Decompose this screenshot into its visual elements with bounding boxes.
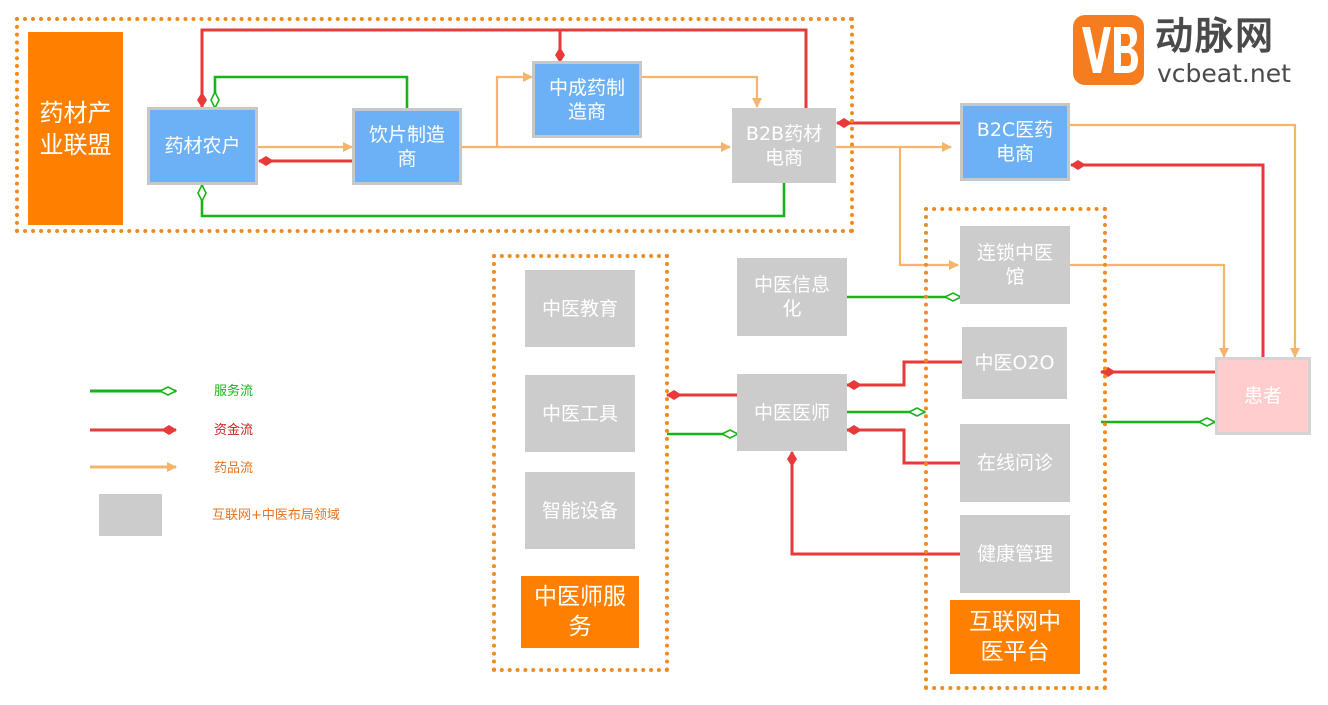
legend-domain-swatch: [99, 494, 162, 536]
money-flow-jiankang-to-yishi: [787, 451, 962, 556]
legend-drug-label: 药品流: [214, 461, 254, 476]
logo-chinese-name: 动脉网: [1155, 14, 1276, 58]
region-industry-alliance: [15, 17, 854, 233]
vb-mark-icon: [1082, 27, 1138, 73]
legend-domain-label: 互联网+中医布局领域: [212, 508, 340, 523]
node-b2c: B2C医药 电商: [960, 103, 1070, 181]
node-jiaoyu: 中医教育: [525, 270, 635, 347]
node-yishi: 中医医师: [737, 374, 847, 451]
node-huanzhe: 患者: [1215, 357, 1311, 435]
node-hulian-pingtai: 互联网中 医平台: [950, 600, 1080, 674]
node-gongju: 中医工具: [525, 375, 635, 452]
money-flow-wenzhen-to-yishi: [846, 425, 962, 465]
node-wenzhen: 在线问诊: [960, 424, 1070, 502]
legend-money-label: 资金流: [214, 423, 254, 438]
region-tcm-doctor-services: [492, 254, 669, 672]
service-flow-b2b-to-farmer: [202, 183, 786, 218]
money-flow-patient-to-b2c: [1070, 160, 1265, 357]
drug-flow-b2c-to-patient: [1070, 123, 1300, 358]
drug-flow-yinpian-to-zhongcheng: [495, 72, 533, 147]
drug-flow-b2b-to-liansuo: [898, 147, 959, 270]
drug-flow-zhongcheng-to-b2b: [642, 75, 762, 108]
money-flow-b2b-to-farmer: [197, 28, 808, 108]
drug-flow-liansuo-to-patient: [1070, 263, 1229, 358]
node-jiankang: 健康管理: [960, 515, 1070, 593]
money-flow-o2o-to-yishi: [846, 360, 962, 390]
vcbeat-logo-icon: [1073, 15, 1144, 85]
node-liansuo: 连锁中医 馆: [960, 226, 1070, 304]
service-flow-yinpian-to-farmer: [215, 75, 409, 109]
logo-domain-name: vcbeat.net: [1157, 59, 1291, 88]
node-b2b: B2B药材 电商: [732, 108, 836, 183]
node-o2o: 中医O2O: [962, 327, 1067, 399]
node-yishi-fuwu: 中医师服 务: [521, 576, 639, 648]
node-yaocai-nonghu: 药材农户: [147, 107, 258, 185]
node-zhongcheng: 中成药制 造商: [532, 61, 642, 138]
node-yinpian: 饮片制造 商: [352, 108, 462, 185]
region-internet-tcm-platform: [924, 207, 1107, 690]
node-shebei: 智能设备: [525, 472, 635, 549]
legend-service-label: 服务流: [214, 384, 254, 399]
node-xinxihua: 中医信息 化: [737, 258, 847, 336]
node-yaocai-lianmeng: 药材产 业联盟: [28, 32, 123, 225]
